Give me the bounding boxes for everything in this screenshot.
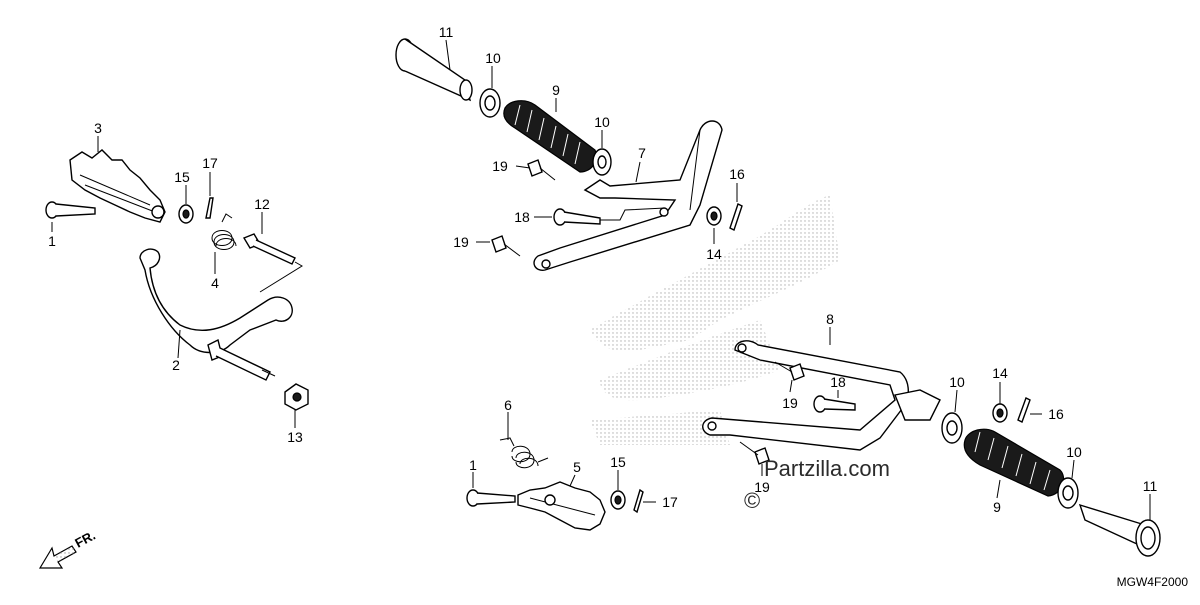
pin-part-18-right bbox=[813, 395, 856, 413]
callout-11-top: 11 bbox=[439, 24, 454, 40]
diagram-code: MGW4F2000 bbox=[1117, 575, 1189, 589]
callout-18-top: 18 bbox=[514, 209, 530, 225]
spring-part-4 bbox=[211, 213, 237, 250]
callout-16-top: 16 bbox=[729, 166, 745, 182]
pin-part-1 bbox=[45, 201, 96, 219]
callout-5: 5 bbox=[573, 459, 581, 475]
washer-part-14-right bbox=[992, 403, 1008, 423]
callout-10-right-b: 10 bbox=[1066, 444, 1082, 460]
cotter-pin-part-17 bbox=[205, 197, 214, 219]
leader-lines bbox=[51, 39, 1151, 520]
watermark-wing-logo bbox=[590, 195, 840, 445]
callout-14-top: 14 bbox=[706, 246, 722, 262]
nut-part-13 bbox=[284, 383, 309, 411]
callout-19-right-b: 19 bbox=[754, 479, 770, 495]
callout-19-top-a: 19 bbox=[492, 158, 508, 174]
passenger-peg-left-assembly bbox=[395, 38, 743, 271]
cotter-pin-part-17-bottom bbox=[633, 488, 644, 514]
callout-18-right: 18 bbox=[830, 374, 846, 390]
callout-1-bottom: 1 bbox=[469, 457, 477, 473]
callout-11-right: 11 bbox=[1143, 478, 1158, 494]
callout-labels: 1 1 2 3 4 5 6 7 8 9 9 10 10 10 10 11 11 … bbox=[48, 24, 1157, 515]
washer-part-10-top-b bbox=[592, 148, 612, 176]
front-direction-arrow: FR. bbox=[38, 528, 98, 569]
callout-13: 13 bbox=[287, 429, 303, 445]
washer-part-15 bbox=[178, 204, 194, 224]
washer-part-10-right-b bbox=[1057, 477, 1079, 509]
callout-4: 4 bbox=[211, 275, 219, 291]
footpeg-part-3 bbox=[69, 149, 166, 223]
partzilla-watermark: © Partzilla.com bbox=[744, 456, 890, 513]
callout-12: 12 bbox=[254, 196, 270, 212]
bolt-part-19-right-b bbox=[739, 441, 770, 465]
collar-part-11-top bbox=[395, 38, 473, 102]
callout-9-top: 9 bbox=[552, 82, 560, 98]
washer-part-15-bottom bbox=[610, 490, 626, 510]
callout-19-top-b: 19 bbox=[453, 234, 469, 250]
brake-pedal-part-2 bbox=[139, 248, 293, 381]
rubber-part-9-right bbox=[963, 428, 1065, 497]
washer-part-14-top bbox=[706, 206, 722, 226]
callout-6: 6 bbox=[504, 397, 512, 413]
callout-19-right-a: 19 bbox=[782, 395, 798, 411]
passenger-peg-right-assembly bbox=[702, 340, 1161, 557]
rubber-part-9-top bbox=[503, 100, 598, 173]
watermark-text: Partzilla.com bbox=[764, 456, 890, 481]
callout-9-right: 9 bbox=[993, 499, 1001, 515]
callout-14-right: 14 bbox=[992, 365, 1008, 381]
cotter-pin-part-16-right bbox=[1017, 397, 1031, 423]
callout-1-left: 1 bbox=[48, 233, 56, 249]
callout-10-right-a: 10 bbox=[949, 374, 965, 390]
bolt-part-19-top-b bbox=[491, 235, 521, 257]
bolt-part-19-top-a bbox=[527, 159, 556, 181]
bracket-part-7 bbox=[533, 120, 723, 271]
washer-part-10-top-a bbox=[479, 88, 501, 118]
collar-part-11-right bbox=[1078, 503, 1161, 557]
cotter-pin-part-16-top bbox=[729, 203, 743, 231]
callout-15-left: 15 bbox=[174, 169, 190, 185]
spring-part-6 bbox=[499, 437, 549, 469]
left-footpeg-assembly bbox=[45, 149, 309, 411]
washer-part-10-right-a bbox=[941, 412, 963, 444]
footpeg-part-5 bbox=[517, 481, 606, 531]
callout-10-top-b: 10 bbox=[594, 114, 610, 130]
callout-3: 3 bbox=[94, 120, 102, 136]
callout-17-left: 17 bbox=[202, 155, 218, 171]
callout-17-bottom: 17 bbox=[662, 494, 678, 510]
callout-16-right: 16 bbox=[1048, 406, 1064, 422]
callout-8: 8 bbox=[826, 311, 834, 327]
bracket-part-8 bbox=[702, 340, 941, 451]
callout-2: 2 bbox=[172, 357, 180, 373]
pin-part-18-top bbox=[553, 208, 601, 226]
direction-label: FR. bbox=[72, 528, 98, 551]
bolt-part-19-right-a bbox=[774, 361, 805, 381]
callout-7: 7 bbox=[638, 145, 646, 161]
pin-part-1-bottom bbox=[466, 489, 516, 507]
callout-10-top-a: 10 bbox=[485, 50, 501, 66]
bolt-part-12 bbox=[242, 233, 296, 265]
right-footpeg-assembly bbox=[466, 437, 644, 531]
copyright-symbol: © bbox=[744, 488, 760, 513]
callout-15-bottom: 15 bbox=[610, 454, 626, 470]
